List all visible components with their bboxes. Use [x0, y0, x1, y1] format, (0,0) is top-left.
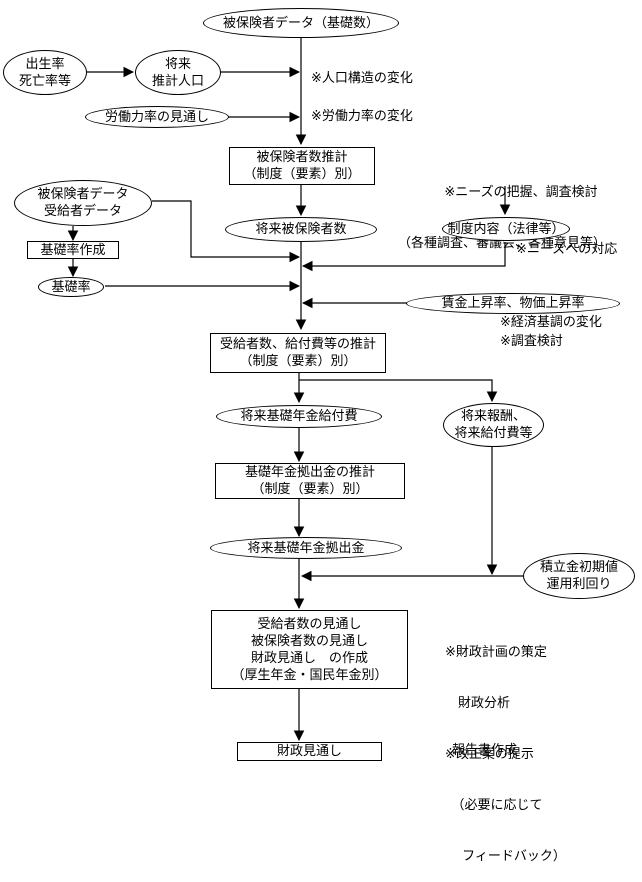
note-population-structure-change: ※人口構造の変化: [311, 71, 413, 86]
node-beneficiary-benefit-estimate: 受給者数、給付費等の推計 （制度（要素）別）: [210, 333, 386, 373]
node-label: 受給者数、給付費等の推計: [219, 337, 376, 352]
node-label: 基礎率作成: [40, 242, 106, 258]
edge-insured-beneficiary-to-spine: [152, 200, 301, 263]
node-label: 財政見通し の作成: [250, 650, 368, 666]
node-label: 死亡率等: [18, 73, 71, 89]
node-label: 出生率: [25, 56, 65, 72]
node-label: （厚生年金・国民年金別）: [231, 667, 388, 683]
node-system-content: 制度内容（法律等）: [442, 217, 570, 241]
node-future-basic-pension-benefit: 将来基礎年金給付費: [216, 405, 382, 428]
edge-system-to-spine: [301, 242, 506, 272]
note-line: ※財政計画の策定: [445, 645, 547, 660]
note-economic-change: ※経済基調の変化: [500, 315, 602, 330]
node-future-insured-count: 将来被保険者数: [225, 217, 377, 242]
node-insured-beneficiary-data: 被保険者データ 受給者データ: [14, 180, 152, 226]
node-future-population: 将来 推計人口: [135, 50, 221, 95]
node-future-basic-pension-contribution: 将来基礎年金拠出金: [210, 537, 402, 559]
note-needs-survey: ※ニーズの把握、調査検討 （各種調査、審議会、各種意見等）: [398, 150, 606, 269]
node-reserve-fund: 積立金初期値 運用利回り: [523, 553, 635, 599]
node-insured-count-estimate: 被保険者数推計 （制度（要素）別）: [229, 147, 375, 185]
node-label: 制度内容（法律等）: [447, 221, 565, 237]
node-financial-outlook: 財政見通し: [237, 742, 382, 761]
node-label: （制度（要素）別）: [243, 167, 361, 182]
node-label: （制度（要素）別）: [239, 354, 357, 369]
note-needs-response: ※ニーズへの対応: [516, 242, 618, 257]
node-financial-outlook-creation: 受給者数の見通し 被保険者数の見通し 財政見通し の作成 （厚生年金・国民年金別…: [211, 610, 408, 689]
node-label: 将来: [164, 56, 191, 72]
edge-benefit-estimate-to-remuneration: [299, 379, 498, 403]
note-line: （必要に応じて: [445, 798, 543, 813]
node-label: 積立金初期値: [539, 560, 618, 575]
connector-layer: [67, 36, 524, 742]
note-labor-rate-change: ※労働力率の変化: [311, 109, 413, 124]
node-label: 被保険者データ（基礎数）: [222, 15, 379, 31]
node-label: 被保険者データ: [37, 187, 129, 202]
note-line: ※改正案の提示: [445, 747, 534, 762]
node-base-rate-creation: 基礎率作成: [27, 241, 119, 259]
node-label: （制度（要素）別）: [251, 482, 369, 497]
node-future-remuneration: 将来報酬、 将来給付費等: [443, 403, 544, 447]
node-label: 受給者数の見通し: [257, 616, 362, 632]
node-label: 財政見通し: [276, 744, 342, 759]
node-wage-price-increase: 賃金上昇率、物価上昇率: [406, 293, 620, 314]
node-label: 将来報酬、: [460, 409, 526, 424]
node-label: 将来基礎年金給付費: [240, 409, 358, 424]
node-label: 賃金上昇率、物価上昇率: [441, 296, 585, 311]
node-label: 将来被保険者数: [255, 222, 347, 237]
note-line: 財政分析: [445, 696, 511, 711]
node-base-rate: 基礎率: [38, 277, 104, 297]
node-label: 基礎年金拠出金の推計: [244, 465, 375, 480]
node-insured-data-base: 被保険者データ（基礎数）: [203, 8, 399, 38]
node-label: 労働力率の見通し: [104, 109, 209, 125]
node-basic-pension-contribution-estimate: 基礎年金拠出金の推計 （制度（要素）別）: [215, 463, 405, 499]
note-line: ※ニーズの把握、調査検討: [444, 185, 598, 200]
node-label: 将来基礎年金拠出金: [247, 540, 365, 556]
note-survey-review: ※調査検討: [500, 334, 563, 349]
node-label: 将来給付費等: [454, 426, 533, 441]
node-labor-participation-outlook: 労働力率の見通し: [85, 106, 229, 128]
node-label: 運用利回り: [546, 577, 612, 592]
note-line: （各種調査、審議会、各種意見等）: [398, 236, 607, 251]
node-label: 受給者データ: [43, 204, 122, 219]
node-label: 基礎率: [51, 279, 91, 295]
node-label: 被保険者数推計: [256, 150, 348, 165]
note-line: フィードバック）: [445, 849, 566, 864]
node-label: 推計人口: [151, 73, 204, 89]
node-birth-death-rate: 出生率 死亡率等: [3, 50, 87, 95]
node-label: 被保険者数の見通し: [250, 633, 368, 649]
note-report-creation: 報告書作成: [452, 743, 518, 758]
